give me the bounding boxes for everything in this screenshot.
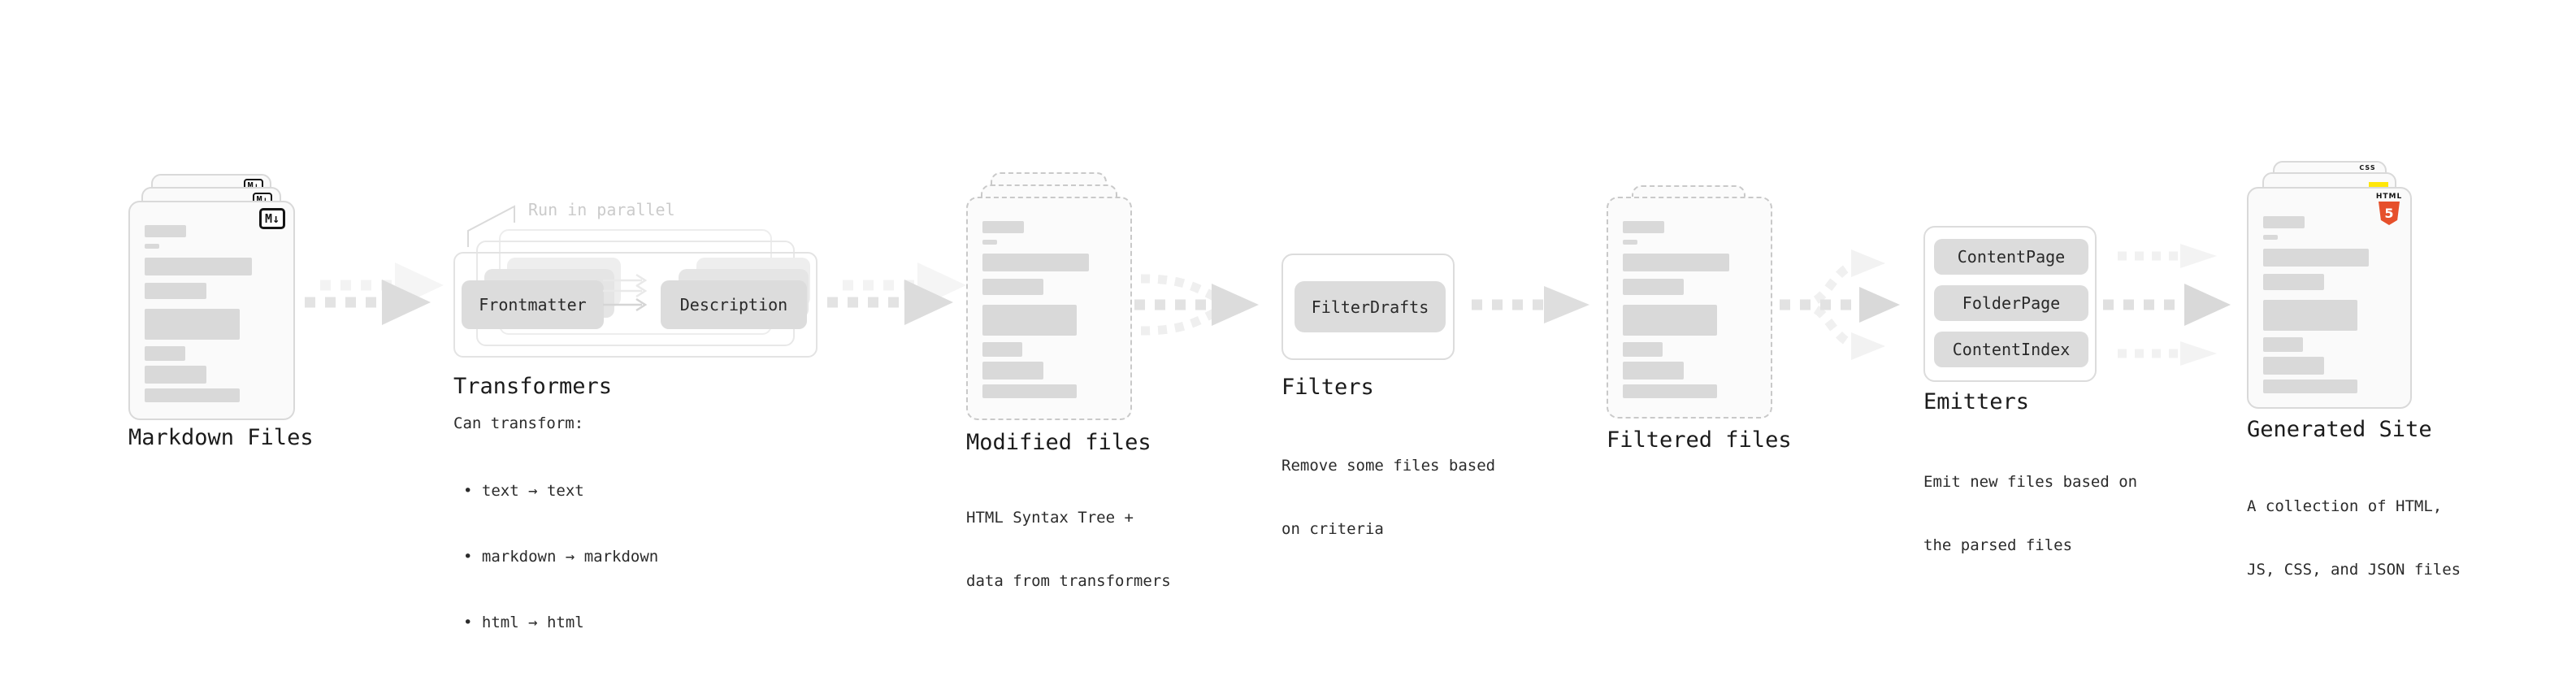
text-placeholder-bar: [1623, 342, 1663, 357]
filtered-files-title: Filtered files: [1607, 427, 1792, 453]
subtitle-line: on criteria: [1281, 520, 1384, 538]
frontmatter-pill: Frontmatter: [462, 280, 604, 329]
text-placeholder-bar: [145, 309, 241, 340]
subtitle-line: HTML Syntax Tree +: [966, 509, 1134, 527]
contentindex-pill: ContentIndex: [1934, 332, 2088, 367]
transformers-intro: Can transform:: [453, 414, 584, 432]
modified-files-title: Modified files: [966, 430, 1151, 455]
generated-site-title: Generated Site: [2247, 417, 2432, 442]
text-placeholder-bar: [1623, 221, 1664, 233]
description-pill: Description: [661, 280, 807, 329]
generated-site-subtitle: A collection of HTML, JS, CSS, and JSON …: [2247, 453, 2461, 622]
text-placeholder-bar: [2263, 249, 2370, 267]
subtitle-line: the parsed files: [1923, 536, 2073, 554]
callout-line-icon: [467, 205, 515, 247]
document-content-placeholder: [145, 225, 279, 402]
text-placeholder-bar: [982, 362, 1044, 380]
transformers-bullet-list: • text → text • markdown → markdown • ht…: [463, 436, 658, 678]
text-placeholder-bar: [982, 279, 1044, 295]
text-placeholder-bar: [2263, 274, 2324, 290]
document-content-placeholder: [982, 221, 1116, 398]
text-placeholder-bar: [145, 388, 241, 402]
subtitle-line: JS, CSS, and JSON files: [2247, 561, 2461, 579]
text-placeholder-bar: [1623, 305, 1718, 336]
text-placeholder-bar: [2263, 337, 2303, 352]
subtitle-line: A collection of HTML,: [2247, 497, 2443, 515]
js-icon: [2369, 182, 2388, 189]
generated-site-document: HTML 5: [2247, 187, 2412, 409]
text-placeholder-bar: [145, 225, 187, 237]
text-placeholder-bar: [982, 342, 1023, 357]
emitters-title: Emitters: [1923, 389, 2030, 414]
arrow-transformers-to-modified-icon: [827, 262, 966, 325]
html5-icon: HTML 5: [2374, 193, 2404, 225]
html5-icon-label: HTML: [2375, 193, 2403, 201]
filters-box: FilterDrafts: [1281, 254, 1455, 360]
text-placeholder-bar: [145, 283, 206, 299]
markdown-document: M↓: [128, 201, 295, 420]
parallel-arrows-icon: [603, 273, 648, 312]
text-placeholder-bar: [2263, 300, 2357, 331]
emitters-box: ContentPage FolderPage ContentIndex: [1923, 226, 2097, 382]
text-placeholder-bar: [145, 346, 185, 361]
filters-title: Filters: [1281, 375, 1374, 400]
markdown-icon: M↓: [258, 208, 285, 229]
text-placeholder-bar: [2263, 216, 2305, 228]
filtered-document: [1607, 197, 1772, 419]
modified-document: [966, 197, 1132, 420]
arrow-merge-to-filters-icon: [1134, 274, 1259, 336]
text-placeholder-bar: [982, 240, 998, 245]
text-placeholder-bar: [2263, 357, 2324, 375]
text-placeholder-bar: [2263, 380, 2357, 393]
transformers-title: Transformers: [453, 374, 613, 399]
text-placeholder-bar: [1623, 279, 1685, 295]
subtitle-line: Emit new files based on: [1923, 473, 2138, 491]
emitters-subtitle: Emit new files based on the parsed files: [1923, 429, 2137, 598]
text-placeholder-bar: [145, 258, 252, 275]
markdown-files-title: Markdown Files: [128, 425, 314, 450]
subtitle-line: data from transformers: [966, 572, 1171, 590]
subtitle-line: Remove some files based: [1281, 457, 1496, 475]
html5-icon-number: 5: [2384, 206, 2394, 221]
css-icon-label: CSS: [2359, 164, 2376, 171]
bullet-item: • html → html: [463, 614, 584, 631]
folderpage-pill: FolderPage: [1934, 285, 2088, 321]
filters-subtitle: Remove some files based on criteria: [1281, 413, 1495, 582]
text-placeholder-bar: [2263, 235, 2278, 240]
text-placeholder-bar: [982, 254, 1090, 271]
arrow-markdown-to-transformers-icon: [305, 262, 444, 325]
text-placeholder-bar: [982, 384, 1078, 398]
transformer-frame-front: [453, 252, 817, 358]
run-in-parallel-annotation: Run in parallel: [528, 200, 675, 219]
text-placeholder-bar: [1623, 254, 1730, 271]
filterdrafts-pill: FilterDrafts: [1295, 281, 1446, 332]
arrows-emitters-to-generated-icon: [2103, 244, 2231, 366]
modified-files-subtitle: HTML Syntax Tree + data from transformer…: [966, 465, 1171, 634]
text-placeholder-bar: [982, 305, 1078, 336]
text-placeholder-bar: [1623, 362, 1685, 380]
text-placeholder-bar: [145, 244, 160, 249]
bullet-item: • text → text: [463, 482, 584, 500]
document-content-placeholder: [1623, 221, 1756, 398]
text-placeholder-bar: [1623, 240, 1638, 245]
contentpage-pill: ContentPage: [1934, 239, 2088, 275]
arrow-filters-to-filtered-icon: [1472, 286, 1589, 323]
document-content-placeholder: [2263, 216, 2396, 393]
text-placeholder-bar: [1623, 384, 1718, 398]
text-placeholder-bar: [145, 366, 206, 384]
text-placeholder-bar: [982, 221, 1024, 233]
bullet-item: • markdown → markdown: [463, 548, 659, 566]
arrow-split-to-emitters-icon: [1780, 249, 1900, 360]
